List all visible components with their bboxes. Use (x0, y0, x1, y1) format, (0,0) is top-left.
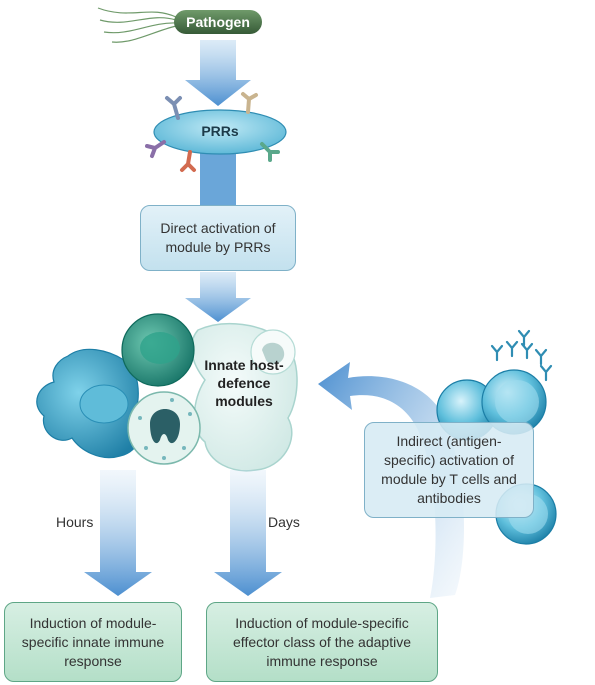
receptor-icon (165, 96, 182, 120)
arrow-direct-box-to-modules (185, 272, 251, 322)
innate-cells-cluster (36, 313, 298, 472)
arrow-hours (84, 470, 152, 596)
adaptive-response-box: Induction of module-specific effector cl… (206, 602, 438, 682)
curved-arrow-tcells-to-modules (318, 362, 465, 598)
pathogen-flagella-icon (97, 7, 177, 43)
arrow-pathogen-to-prrs (185, 40, 251, 106)
innate-response-box: Induction of module-specific innate immu… (4, 602, 182, 682)
indirect-activation-box: Indirect (antigen-specific) activation o… (364, 422, 534, 518)
arrow-prrs-to-direct-box (200, 150, 236, 205)
receptor-icon (145, 140, 166, 158)
receptor-icon (241, 92, 258, 114)
prr-receptors (145, 92, 287, 172)
receptor-icon (180, 150, 196, 172)
prrs-label: PRRs (201, 123, 239, 139)
arrow-days (214, 470, 282, 596)
days-label: Days (268, 514, 300, 530)
receptor-icon (260, 142, 280, 162)
innate-modules-label: Innate host-defence modules (204, 357, 284, 409)
hours-label: Hours (56, 514, 94, 530)
direct-activation-box: Direct activation of module by PRRs (140, 205, 296, 271)
antibody-icon (490, 329, 553, 382)
pathogen-label: Pathogen (174, 10, 262, 34)
